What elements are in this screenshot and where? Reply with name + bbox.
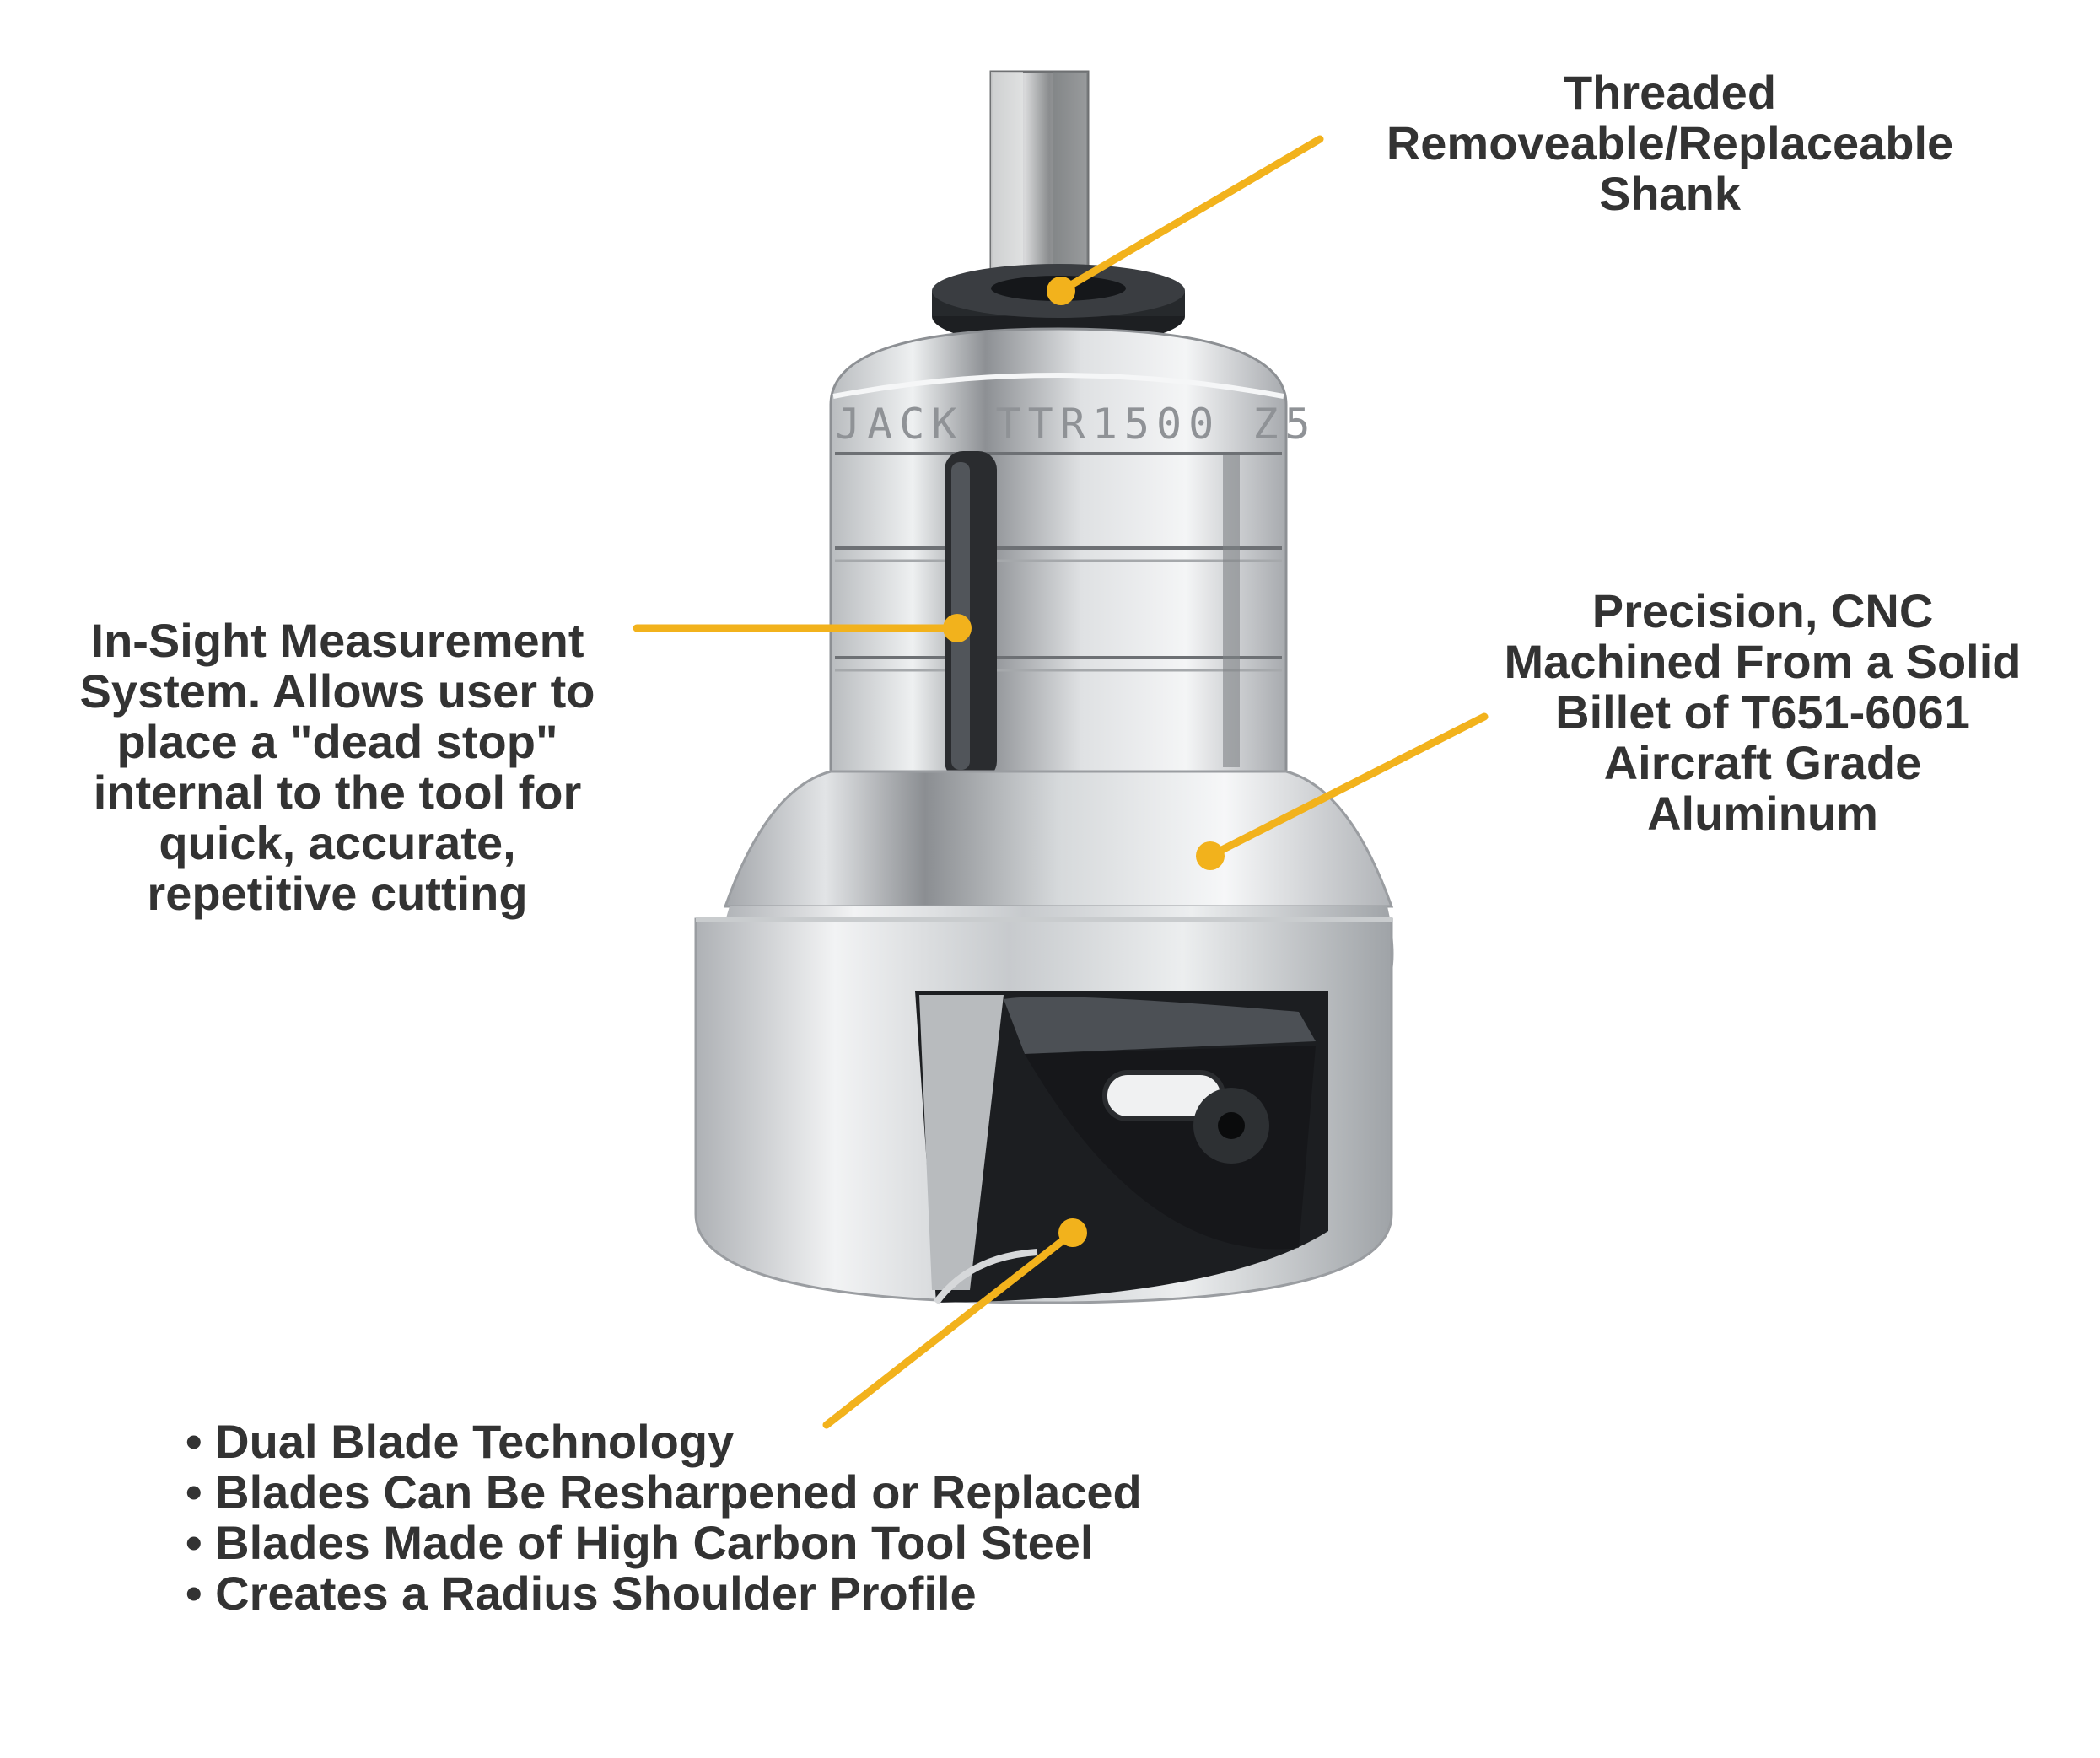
upper-body	[829, 327, 1288, 780]
hex-shank	[989, 70, 1090, 293]
shank-line: Removeable/Replaceable	[1386, 116, 1954, 169]
feature-bullet: • Blades Can Be Resharpened or Replaced	[186, 1465, 1142, 1519]
shank-line: Threaded	[1563, 66, 1777, 119]
measurement-line: System. Allows user to	[79, 664, 595, 718]
measurement-line: repetitive cutting	[147, 867, 528, 920]
callout-shank	[1047, 135, 1324, 305]
feature-bullet: • Dual Blade Technology	[186, 1415, 735, 1468]
callout-material	[1196, 712, 1489, 870]
material-callout-label: Precision, CNC Machined From a Solid Bil…	[1451, 586, 2075, 839]
callout-blades	[822, 1218, 1087, 1429]
measurement-line: internal to the tool for	[93, 766, 582, 819]
material-line: Aluminum	[1647, 787, 1878, 840]
feature-bullet: • Blades Made of High Carbon Tool Steel	[186, 1516, 1094, 1569]
material-line: Aircraft Grade	[1603, 736, 1922, 789]
material-line: Machined From a Solid	[1504, 635, 2022, 688]
measurement-line: In-Sight Measurement	[90, 614, 584, 667]
callout-measurement	[633, 614, 972, 642]
shank-callout-label: Threaded Removeable/Replaceable Shank	[1324, 67, 2016, 219]
shank-line: Shank	[1598, 167, 1742, 220]
material-line: Precision, CNC	[1591, 584, 1934, 637]
blade-cutout	[915, 991, 1328, 1305]
measurement-callout-label: In-Sight Measurement System. Allows user…	[42, 616, 633, 919]
measurement-line: quick, accurate,	[159, 816, 516, 869]
material-line: Billet of T651-6061	[1555, 685, 1970, 739]
blades-feature-list: • Dual Blade Technology • Blades Can Be …	[186, 1417, 1282, 1619]
engraving-text: JACK TTR1500 Z5	[835, 400, 1317, 449]
feature-bullet: • Creates a Radius Shoulder Profile	[186, 1567, 977, 1620]
measurement-line: place a "dead stop"	[116, 715, 558, 768]
